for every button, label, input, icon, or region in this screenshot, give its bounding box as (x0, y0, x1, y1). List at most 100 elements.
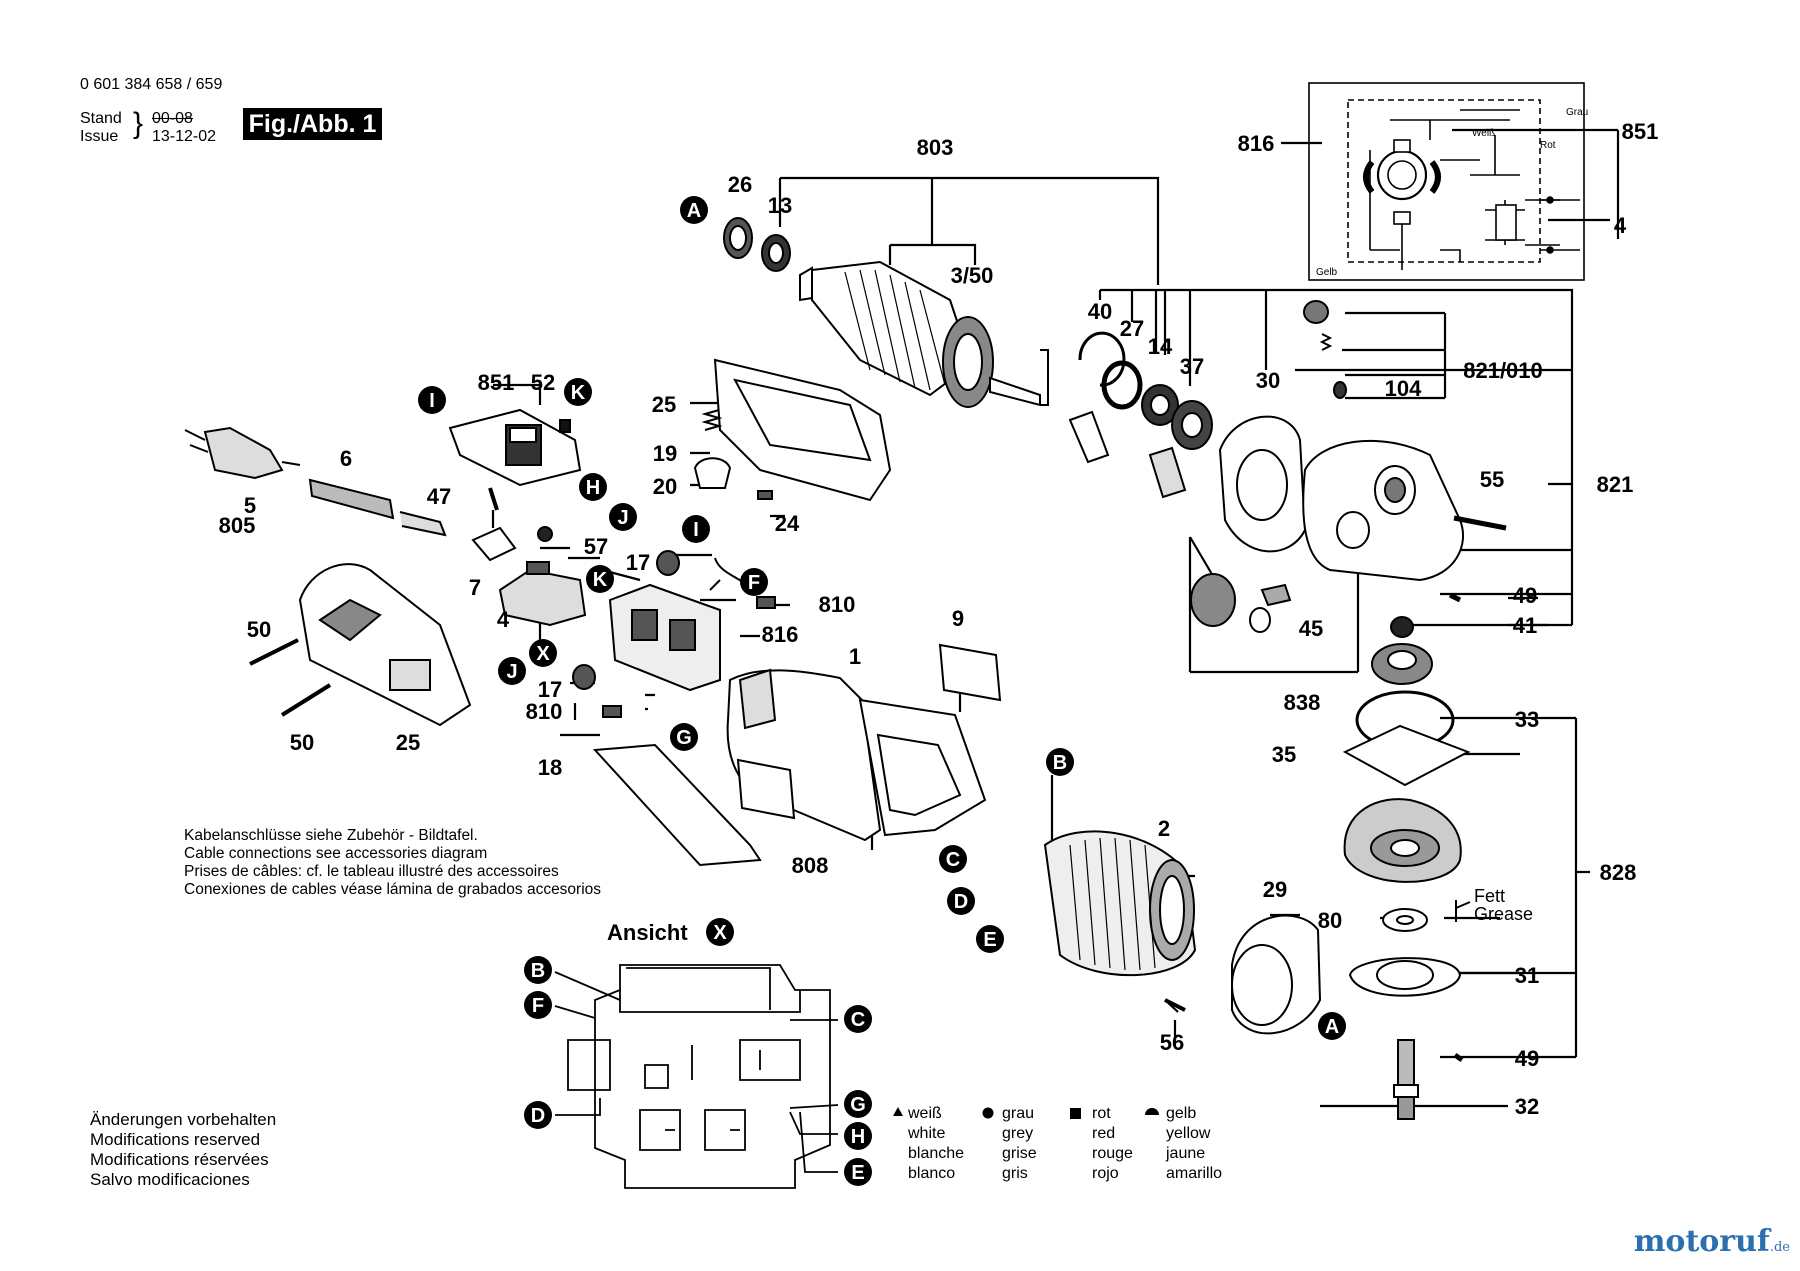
label-41: 41 (1513, 613, 1537, 638)
needle-sleeve-shape (1148, 446, 1187, 499)
svg-text:X: X (713, 922, 727, 944)
label-56: 56 (1160, 1030, 1184, 1055)
inset-callout-h: H (844, 1122, 872, 1150)
cable-notes: Kabelanschlüsse siehe Zubehör - Bildtafe… (184, 827, 601, 899)
callout-e: E (976, 925, 1004, 953)
legend-square-icon (1070, 1108, 1081, 1119)
bearing-26-shape (723, 217, 753, 259)
inset-outline (567, 964, 831, 1189)
figure-label: Fig./Abb. 1 (243, 108, 382, 140)
label-37: 37 (1180, 354, 1204, 379)
legend-triangle-icon (893, 1107, 903, 1116)
svg-text:A: A (687, 200, 701, 222)
modification-note-en: Modifications reserved (90, 1130, 261, 1149)
screw-49-upper-shape (1448, 592, 1462, 603)
watermark-brand: motoruf (1633, 1224, 1770, 1259)
strip-18-shape (592, 743, 762, 867)
label-821-010: 821/010 (1463, 358, 1543, 383)
svg-text:F: F (748, 572, 760, 594)
svg-text:X: X (536, 643, 550, 665)
watermark: motoruf.de (1634, 1224, 1790, 1259)
callout-c: C (939, 845, 967, 873)
label-1: 1 (849, 644, 861, 669)
label-40: 40 (1088, 299, 1112, 324)
wire-label-rot: Rot (1540, 140, 1556, 151)
callout-j-bottom: J (498, 657, 526, 685)
label-50-upper: 50 (247, 617, 271, 642)
label-33: 33 (1515, 707, 1539, 732)
label-805: 805 (219, 513, 256, 538)
svg-text:G: G (850, 1094, 866, 1116)
callout-a-bottom: A (1318, 1012, 1346, 1040)
schematic-wire-labels: Grau Weiß Rot Gelb (1316, 107, 1588, 278)
legend-dot-icon (982, 1107, 994, 1119)
screw-55-shape (1453, 515, 1507, 531)
ring-27-shape (1101, 360, 1143, 410)
svg-text:A: A (1325, 1016, 1339, 1038)
label-17-lower: 17 (538, 677, 562, 702)
svg-text:B: B (531, 960, 545, 982)
callout-x: X (529, 639, 557, 667)
bearing-37-shape (1171, 400, 1213, 450)
label-19: 19 (653, 441, 677, 466)
svg-text:K: K (593, 569, 608, 591)
label-57: 57 (584, 534, 608, 559)
housing-cover-25-lower-shape (298, 563, 472, 727)
label-828: 828 (1600, 860, 1637, 885)
label-24: 24 (775, 511, 800, 536)
callout-markers: A A B C D E F G H I I J J K K X (418, 196, 1346, 1040)
label-49-upper: 49 (1513, 583, 1537, 608)
label-14: 14 (1148, 334, 1173, 359)
stand-value: 00-08 (152, 110, 193, 127)
switch-851-shape (448, 408, 582, 487)
svg-text:B: B (1053, 752, 1067, 774)
label-4: 4 (497, 607, 510, 632)
inset-title: Ansicht (607, 920, 688, 945)
label-821: 821 (1597, 472, 1634, 497)
label-4-schematic: 4 (1614, 213, 1627, 238)
part-number: 0 601 384 658 / 659 (80, 76, 223, 93)
gear-housing-821-shape (1302, 439, 1465, 582)
label-17-upper: 17 (626, 550, 650, 575)
brush-spring-17-upper-shape (656, 550, 680, 576)
grease-label-de: Fett (1474, 886, 1505, 906)
bearing-flange-30-shape (1218, 415, 1307, 553)
modification-notes: Änderungen vorbehalten Modifications res… (90, 1110, 276, 1190)
cable-note-en: Cable connections see accessories diagra… (184, 845, 488, 862)
bearing-13-shape (761, 234, 791, 272)
svg-text:E: E (983, 929, 996, 951)
label-810-lower: 810 (526, 699, 563, 724)
bearing-41-shape (1390, 616, 1414, 638)
inset-callout-b: B (524, 956, 552, 984)
svg-text:F: F (532, 995, 544, 1017)
svg-text:I: I (429, 390, 435, 412)
label-45: 45 (1299, 616, 1323, 641)
label-35: 35 (1272, 742, 1296, 767)
brace-glyph: } (133, 107, 144, 140)
label-810-upper: 810 (819, 592, 856, 617)
modification-note-de: Änderungen vorbehalten (90, 1110, 277, 1129)
label-816: 816 (762, 622, 799, 647)
label-50-lower: 50 (290, 730, 314, 755)
screw-50-upper-shape (249, 638, 299, 666)
svg-text:D: D (954, 891, 968, 913)
svg-text:K: K (571, 382, 586, 404)
clamp-flange-31-shape (1348, 957, 1462, 997)
screw-49-lower-shape (1453, 1052, 1464, 1063)
label-5: 5 (244, 493, 256, 518)
cable-note-fr: Prises de câbles: cf. le tableau illustr… (184, 863, 559, 880)
circlip-40-shape (1078, 331, 1126, 387)
motor-housing-1-shape (726, 668, 987, 842)
label-25-lower: 25 (396, 730, 420, 755)
field-coil-2-shape (1043, 830, 1197, 977)
svg-text:D: D (531, 1105, 545, 1127)
screw-47-shape (488, 487, 499, 511)
label-838: 838 (1284, 690, 1321, 715)
shaft-bracket (1040, 349, 1049, 406)
brush-spring-17-lower-shape (572, 664, 596, 690)
pin-shape (1333, 381, 1347, 399)
inset-callout-g: G (844, 1090, 872, 1118)
label-13: 13 (768, 193, 792, 218)
